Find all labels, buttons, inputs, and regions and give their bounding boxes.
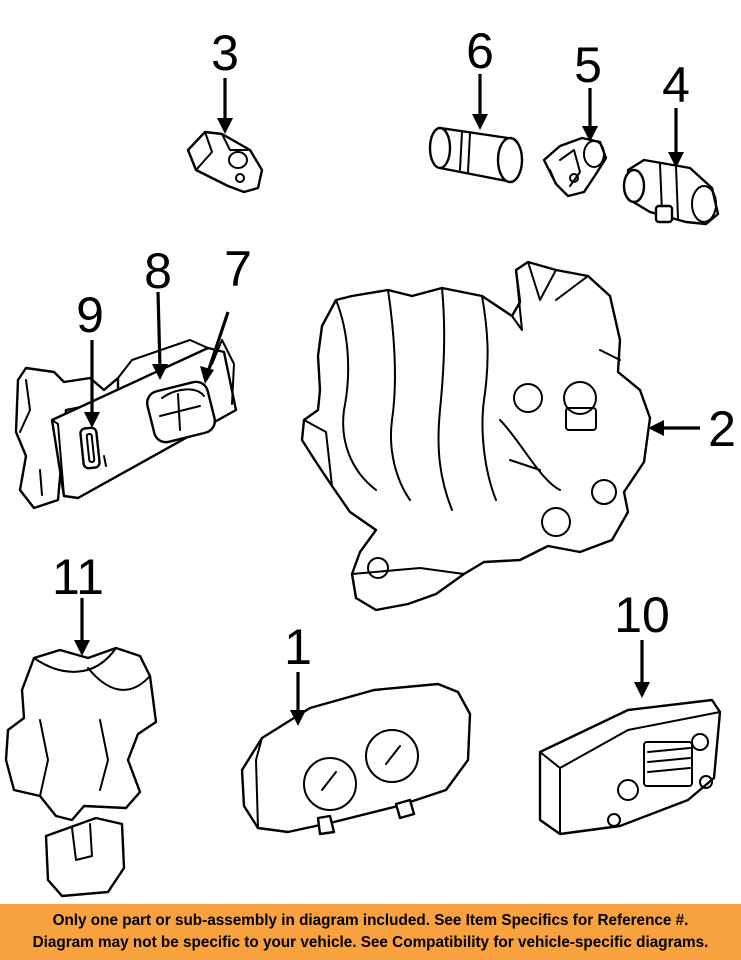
- callout-3: 3: [211, 25, 239, 81]
- disclaimer-line-1: Only one part or sub-assembly in diagram…: [52, 912, 689, 929]
- part-3-sensor: [186, 130, 264, 194]
- part-10-radio: [538, 698, 722, 836]
- part-7-switch: [145, 339, 235, 444]
- part-5-sensor: [542, 136, 608, 198]
- callout-9: 9: [76, 287, 104, 343]
- part-1-cluster: [240, 682, 472, 836]
- part-6-cylinder: [428, 126, 524, 184]
- callout-2: 2: [708, 401, 736, 457]
- callout-4: 4: [662, 57, 690, 113]
- callout-8: 8: [144, 243, 172, 299]
- parts-diagram: 3 6 5 4 9 8 7 2 11 1 10: [4, 23, 736, 898]
- leader-arrows: [74, 74, 700, 726]
- callout-1: 1: [284, 619, 312, 675]
- callout-labels: 3 6 5 4 9 8 7 2 11 1 10: [52, 23, 736, 675]
- part-2-assembly: [300, 260, 652, 612]
- part-11-bracket: [4, 646, 158, 898]
- callout-7: 7: [224, 241, 252, 297]
- callout-10: 10: [614, 587, 670, 643]
- callout-6: 6: [466, 23, 494, 79]
- callout-11: 11: [52, 549, 104, 605]
- part-4-sensor: [622, 158, 720, 226]
- callout-5: 5: [574, 37, 602, 93]
- disclaimer-line-2: Diagram may not be specific to your vehi…: [32, 934, 709, 951]
- disclaimer-banner: Only one part or sub-assembly in diagram…: [0, 904, 741, 960]
